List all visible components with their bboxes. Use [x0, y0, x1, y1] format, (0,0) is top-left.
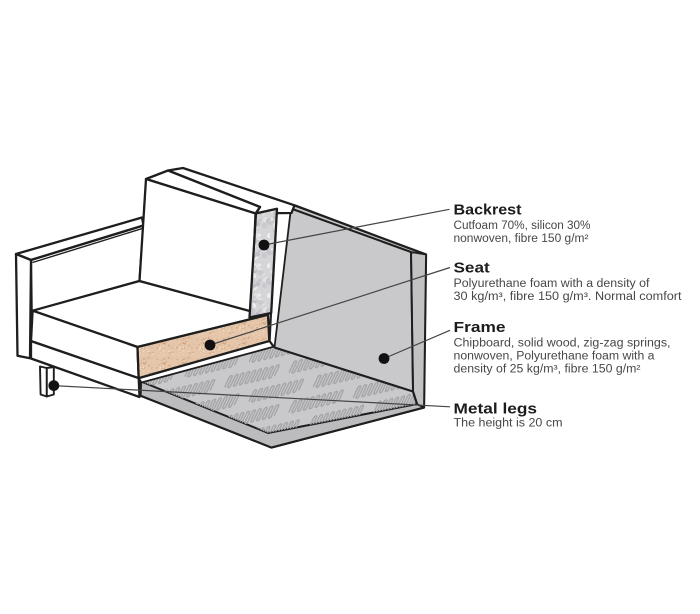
svg-text:nonwoven, fibre 150 g/m²: nonwoven, fibre 150 g/m²: [454, 233, 589, 245]
svg-text:The height is 20 cm: The height is 20 cm: [454, 417, 563, 429]
svg-text:density of 25 kg/m³, fibre 150: density of 25 kg/m³, fibre 150 g/m²: [454, 364, 641, 376]
svg-text:Cutfoam 70%, silicon 30%: Cutfoam 70%, silicon 30%: [454, 220, 591, 232]
svg-text:30 kg/m³, fibre 150 g/m³. Norm: 30 kg/m³, fibre 150 g/m³. Normal comfort: [454, 291, 683, 303]
svg-text:Chipboard, solid wood, zig-zag: Chipboard, solid wood, zig-zag springs,: [454, 337, 671, 349]
svg-text:Polyurethane foam with a densi: Polyurethane foam with a density of: [454, 278, 651, 290]
svg-text:Metal legs: Metal legs: [454, 400, 538, 417]
svg-text:nonwoven, Polyurethane foam wi: nonwoven, Polyurethane foam with a: [454, 351, 656, 363]
svg-text:Seat: Seat: [454, 260, 490, 277]
svg-text:Frame: Frame: [454, 319, 506, 336]
svg-text:Backrest: Backrest: [454, 201, 522, 218]
